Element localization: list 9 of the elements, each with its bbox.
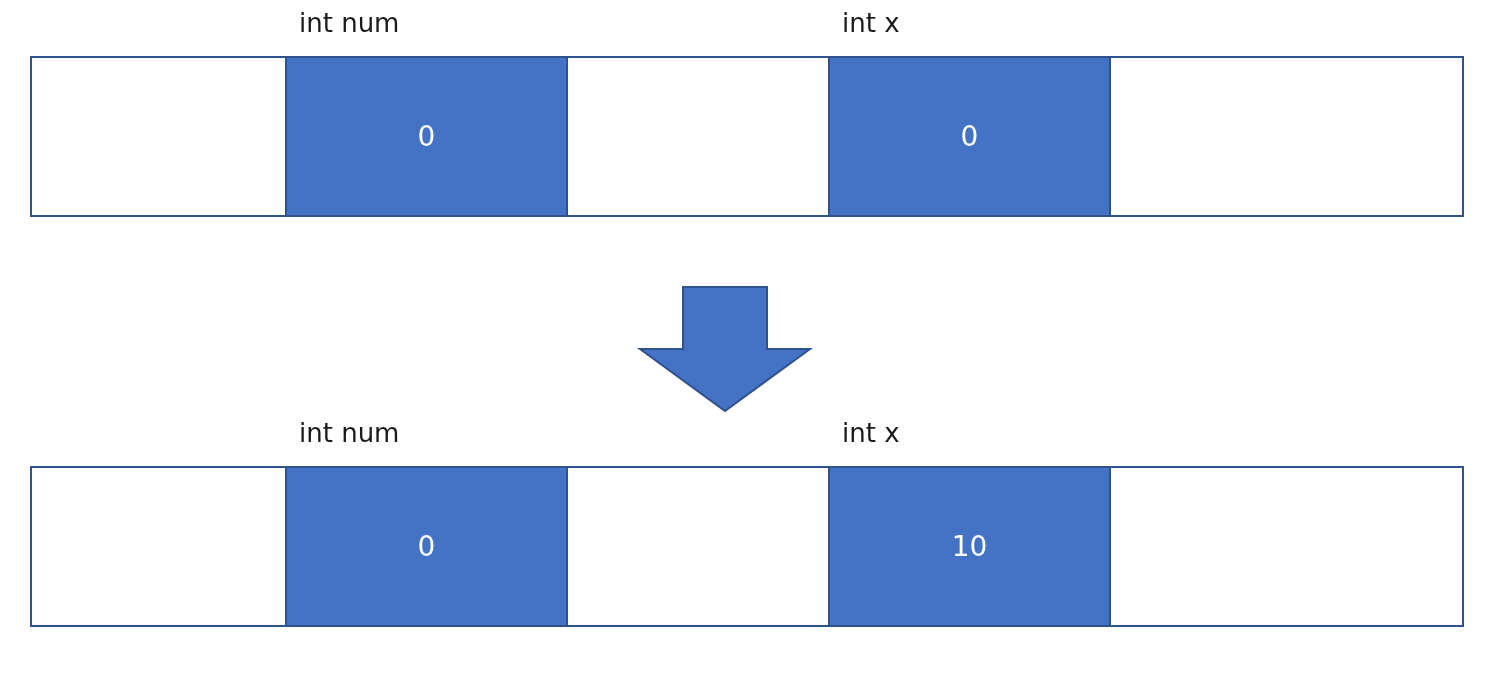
variable-name: int num [299, 8, 400, 38]
cell-value: 0 [417, 120, 436, 153]
variable-name: int num [299, 418, 400, 448]
cell-value: 0 [417, 530, 436, 563]
cell-value: 0 [960, 120, 979, 153]
variable-name: int x [842, 8, 900, 38]
block-arrow [636, 286, 814, 413]
variable-name: int x [842, 418, 900, 448]
cell-value: 10 [951, 530, 988, 563]
